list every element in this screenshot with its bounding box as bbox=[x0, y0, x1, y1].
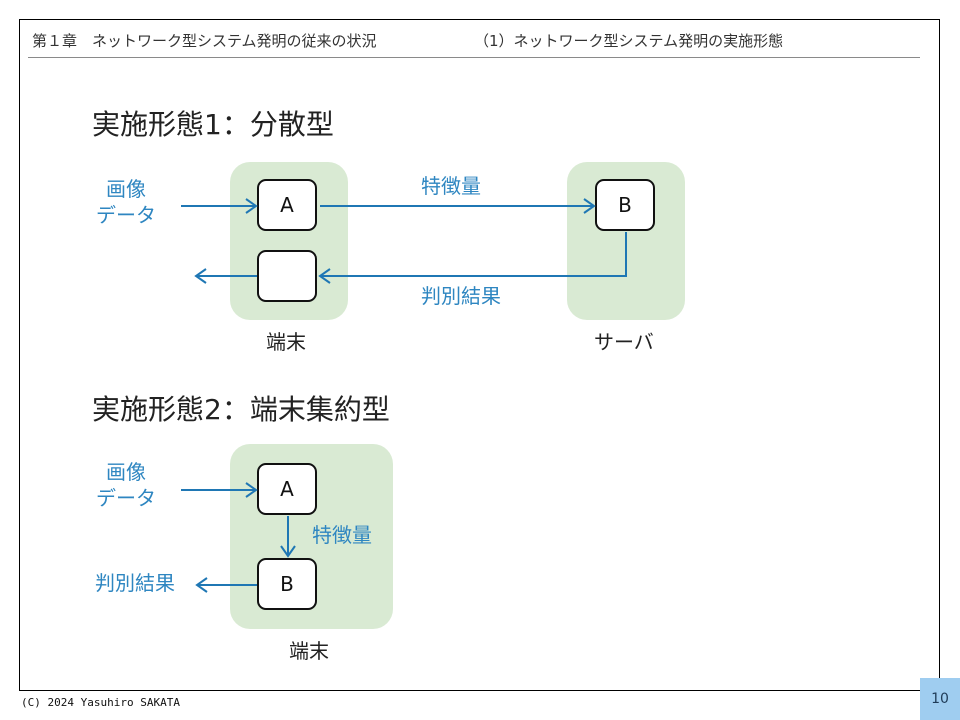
slide-header: 第１章 ネットワーク型システム発明の従来の状況 （1）ネットワーク型システム発明… bbox=[32, 30, 783, 51]
slide-frame bbox=[19, 19, 940, 691]
feature-label-2: 特徴量 bbox=[312, 523, 372, 547]
terminal-label-2: 端末 bbox=[289, 639, 329, 663]
module-a-box-1: A bbox=[257, 179, 317, 231]
image-data-label-1: 画像 データ bbox=[96, 176, 156, 228]
module-a-label: A bbox=[280, 477, 294, 501]
image-data-line1: 画像 bbox=[106, 460, 146, 484]
section-title: （1）ネットワーク型システム発明の実施形態 bbox=[474, 32, 784, 50]
module-a-label: A bbox=[280, 193, 294, 217]
image-data-label-2: 画像 データ bbox=[96, 459, 156, 511]
module-b-label: B bbox=[280, 572, 294, 596]
feature-label-1: 特徴量 bbox=[421, 174, 481, 198]
server-label: サーバ bbox=[594, 330, 654, 354]
result-label-1: 判別結果 bbox=[421, 284, 501, 308]
page-number-badge: 10 bbox=[920, 678, 960, 720]
image-data-line2: データ bbox=[96, 486, 156, 510]
header-divider bbox=[28, 57, 920, 58]
copyright: (C) 2024 Yasuhiro SAKATA bbox=[21, 696, 180, 709]
embodiment2-title: 実施形態2：端末集約型 bbox=[92, 393, 390, 426]
module-a-box-2: A bbox=[257, 463, 317, 515]
result-label-2: 判別結果 bbox=[95, 571, 175, 595]
module-b-box-2: B bbox=[257, 558, 317, 610]
chapter-title: 第１章 ネットワーク型システム発明の従来の状況 bbox=[32, 32, 377, 50]
module-b-label: B bbox=[618, 193, 632, 217]
image-data-line2: データ bbox=[96, 203, 156, 227]
embodiment1-title: 実施形態1：分散型 bbox=[92, 108, 334, 141]
terminal-label-1: 端末 bbox=[266, 330, 306, 354]
image-data-line1: 画像 bbox=[106, 177, 146, 201]
module-b-box-1: B bbox=[595, 179, 655, 231]
output-box-1 bbox=[257, 250, 317, 302]
